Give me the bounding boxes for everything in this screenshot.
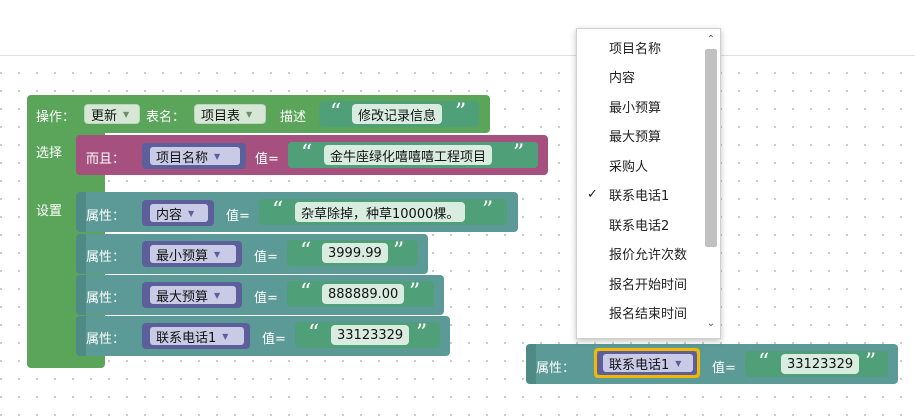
attribute-value: 888889.00 <box>328 286 399 302</box>
condition-field-value: 项目名称 <box>156 150 209 166</box>
menu-scrollbar[interactable]: ⌃ ⌄ <box>704 31 718 334</box>
close-quote-icon: ” <box>482 198 494 223</box>
chevron-down-icon: ▼ <box>675 358 682 368</box>
open-quote-icon: “ <box>308 321 320 346</box>
menu-item[interactable]: 联系电话2 <box>577 210 702 239</box>
close-quote-icon: ” <box>455 100 467 125</box>
table-value: 项目表 <box>201 108 241 124</box>
condition-value-label: 值= <box>255 152 279 167</box>
set-label: 设置 <box>36 204 63 219</box>
condition-value: 金牛座绿化嘻嘻嘻工程项目 <box>330 149 487 165</box>
open-quote-icon: “ <box>301 141 313 166</box>
menu-item-label: 采购人 <box>609 160 649 175</box>
attribute-field-value: 最小预算 <box>156 248 209 264</box>
attribute-value-label: 值= <box>262 332 286 347</box>
chevron-down-icon: ▼ <box>214 290 221 300</box>
menu-item-label: 报名结束时间 <box>609 307 688 322</box>
attribute-value-label: 值= <box>254 250 278 265</box>
attribute-string-input[interactable]: 888889.00 <box>322 284 405 304</box>
attribute-value-label: 值= <box>254 291 278 306</box>
menu-item-label: 最大预算 <box>609 130 662 145</box>
open-quote-icon: “ <box>272 198 284 223</box>
open-quote-icon: “ <box>330 100 342 125</box>
attribute-field-value: 最大预算 <box>156 289 209 305</box>
attribute-value-label: 值= <box>226 209 250 224</box>
scrollbar-thumb[interactable] <box>705 49 717 247</box>
field-dropdown-menu[interactable]: 项目名称 内容 最小预算 最大预算 采购人 ✓ 联系电话1 联系电话2 报价允许… <box>576 28 721 339</box>
menu-item-label: 联系电话2 <box>609 219 670 234</box>
chevron-down-icon: ▼ <box>214 249 221 259</box>
attribute-string-input[interactable]: 3999.99 <box>322 243 388 263</box>
menu-item-label: 内容 <box>609 71 636 86</box>
table-dropdown[interactable]: 项目表 ▼ <box>194 104 266 124</box>
close-quote-icon: ” <box>409 280 421 305</box>
menu-item-label: 项目名称 <box>609 42 662 57</box>
chevron-down-icon: ▼ <box>188 208 195 218</box>
attribute-value: 3999.99 <box>328 245 382 261</box>
menu-item-label: 报名开始时间 <box>609 278 688 293</box>
menu-item[interactable]: 项目名称 <box>577 33 702 62</box>
scroll-up-icon[interactable]: ⌃ <box>706 34 716 45</box>
open-quote-icon: “ <box>300 280 312 305</box>
attribute-field-value: 联系电话1 <box>156 330 217 346</box>
chevron-down-icon: ▼ <box>246 109 253 119</box>
attribute-field-dropdown[interactable]: 最小预算 ▼ <box>149 244 237 264</box>
and-label: 而且： <box>86 152 126 167</box>
attribute-field-dropdown[interactable]: 联系电话1 ▼ <box>602 353 694 373</box>
open-quote-icon: “ <box>758 350 770 375</box>
checkmark-icon: ✓ <box>587 187 598 202</box>
menu-item[interactable]: 采购人 <box>577 151 702 180</box>
attribute-value-label: 值= <box>712 361 736 376</box>
chevron-down-icon: ▼ <box>123 109 130 119</box>
attribute-value: 杂草除掉，种草10000棵。 <box>301 206 460 222</box>
close-quote-icon: ” <box>865 350 877 375</box>
menu-item[interactable]: 报名结束时间 <box>577 298 702 327</box>
menu-item-selected[interactable]: ✓ 联系电话1 <box>577 180 702 209</box>
menu-item[interactable]: 最小预算 <box>577 92 702 121</box>
attribute-field-dropdown[interactable]: 联系电话1 ▼ <box>149 326 245 346</box>
attribute-field-value: 内容 <box>156 207 183 223</box>
operation-value: 更新 <box>91 108 118 124</box>
attribute-field-value: 联系电话1 <box>609 357 670 373</box>
condition-field-dropdown[interactable]: 项目名称 ▼ <box>149 146 241 166</box>
attribute-field-dropdown[interactable]: 最大预算 ▼ <box>149 285 237 305</box>
operation-label: 操作： <box>36 110 76 125</box>
attribute-label: 属性： <box>86 332 126 347</box>
attribute-label: 属性： <box>86 209 126 224</box>
describe-text: 修改记录信息 <box>358 108 437 124</box>
selected-field-outline <box>594 348 700 378</box>
attribute-label: 属性： <box>86 250 126 265</box>
attribute-string-input[interactable]: 33123329 <box>781 354 860 374</box>
attribute-string-input[interactable]: 杂草除掉，种草10000棵。 <box>295 202 466 222</box>
chevron-down-icon: ▼ <box>222 331 229 341</box>
menu-item-label: 最小预算 <box>609 101 662 116</box>
attribute-label: 属性： <box>86 291 126 306</box>
menu-item[interactable]: 报价允许次数 <box>577 239 702 268</box>
scroll-down-icon[interactable]: ⌄ <box>706 318 716 329</box>
close-quote-icon: ” <box>513 141 525 166</box>
attribute-label: 属性： <box>536 361 576 376</box>
describe-label: 描述 <box>280 110 307 125</box>
operation-dropdown[interactable]: 更新 ▼ <box>84 104 140 124</box>
attribute-string-input[interactable]: 33123329 <box>331 325 410 345</box>
chevron-down-icon: ▼ <box>214 151 221 161</box>
close-quote-icon: ” <box>393 239 405 264</box>
menu-item[interactable]: 最大预算 <box>577 121 702 150</box>
table-label: 表名： <box>146 110 186 125</box>
menu-item-label: 报价允许次数 <box>609 248 688 263</box>
open-quote-icon: “ <box>300 239 312 264</box>
describe-string-input[interactable]: 修改记录信息 <box>352 104 443 124</box>
menu-item-label: 联系电话1 <box>609 189 670 204</box>
select-label: 选择 <box>36 146 63 161</box>
attribute-field-dropdown[interactable]: 内容 ▼ <box>149 203 209 223</box>
menu-item[interactable]: 内容 <box>577 62 702 91</box>
condition-string-input[interactable]: 金牛座绿化嘻嘻嘻工程项目 <box>324 145 493 165</box>
menu-item[interactable]: 报名开始时间 <box>577 269 702 298</box>
close-quote-icon: ” <box>416 321 428 346</box>
attribute-value: 33123329 <box>337 327 404 343</box>
attribute-value: 33123329 <box>787 356 854 372</box>
